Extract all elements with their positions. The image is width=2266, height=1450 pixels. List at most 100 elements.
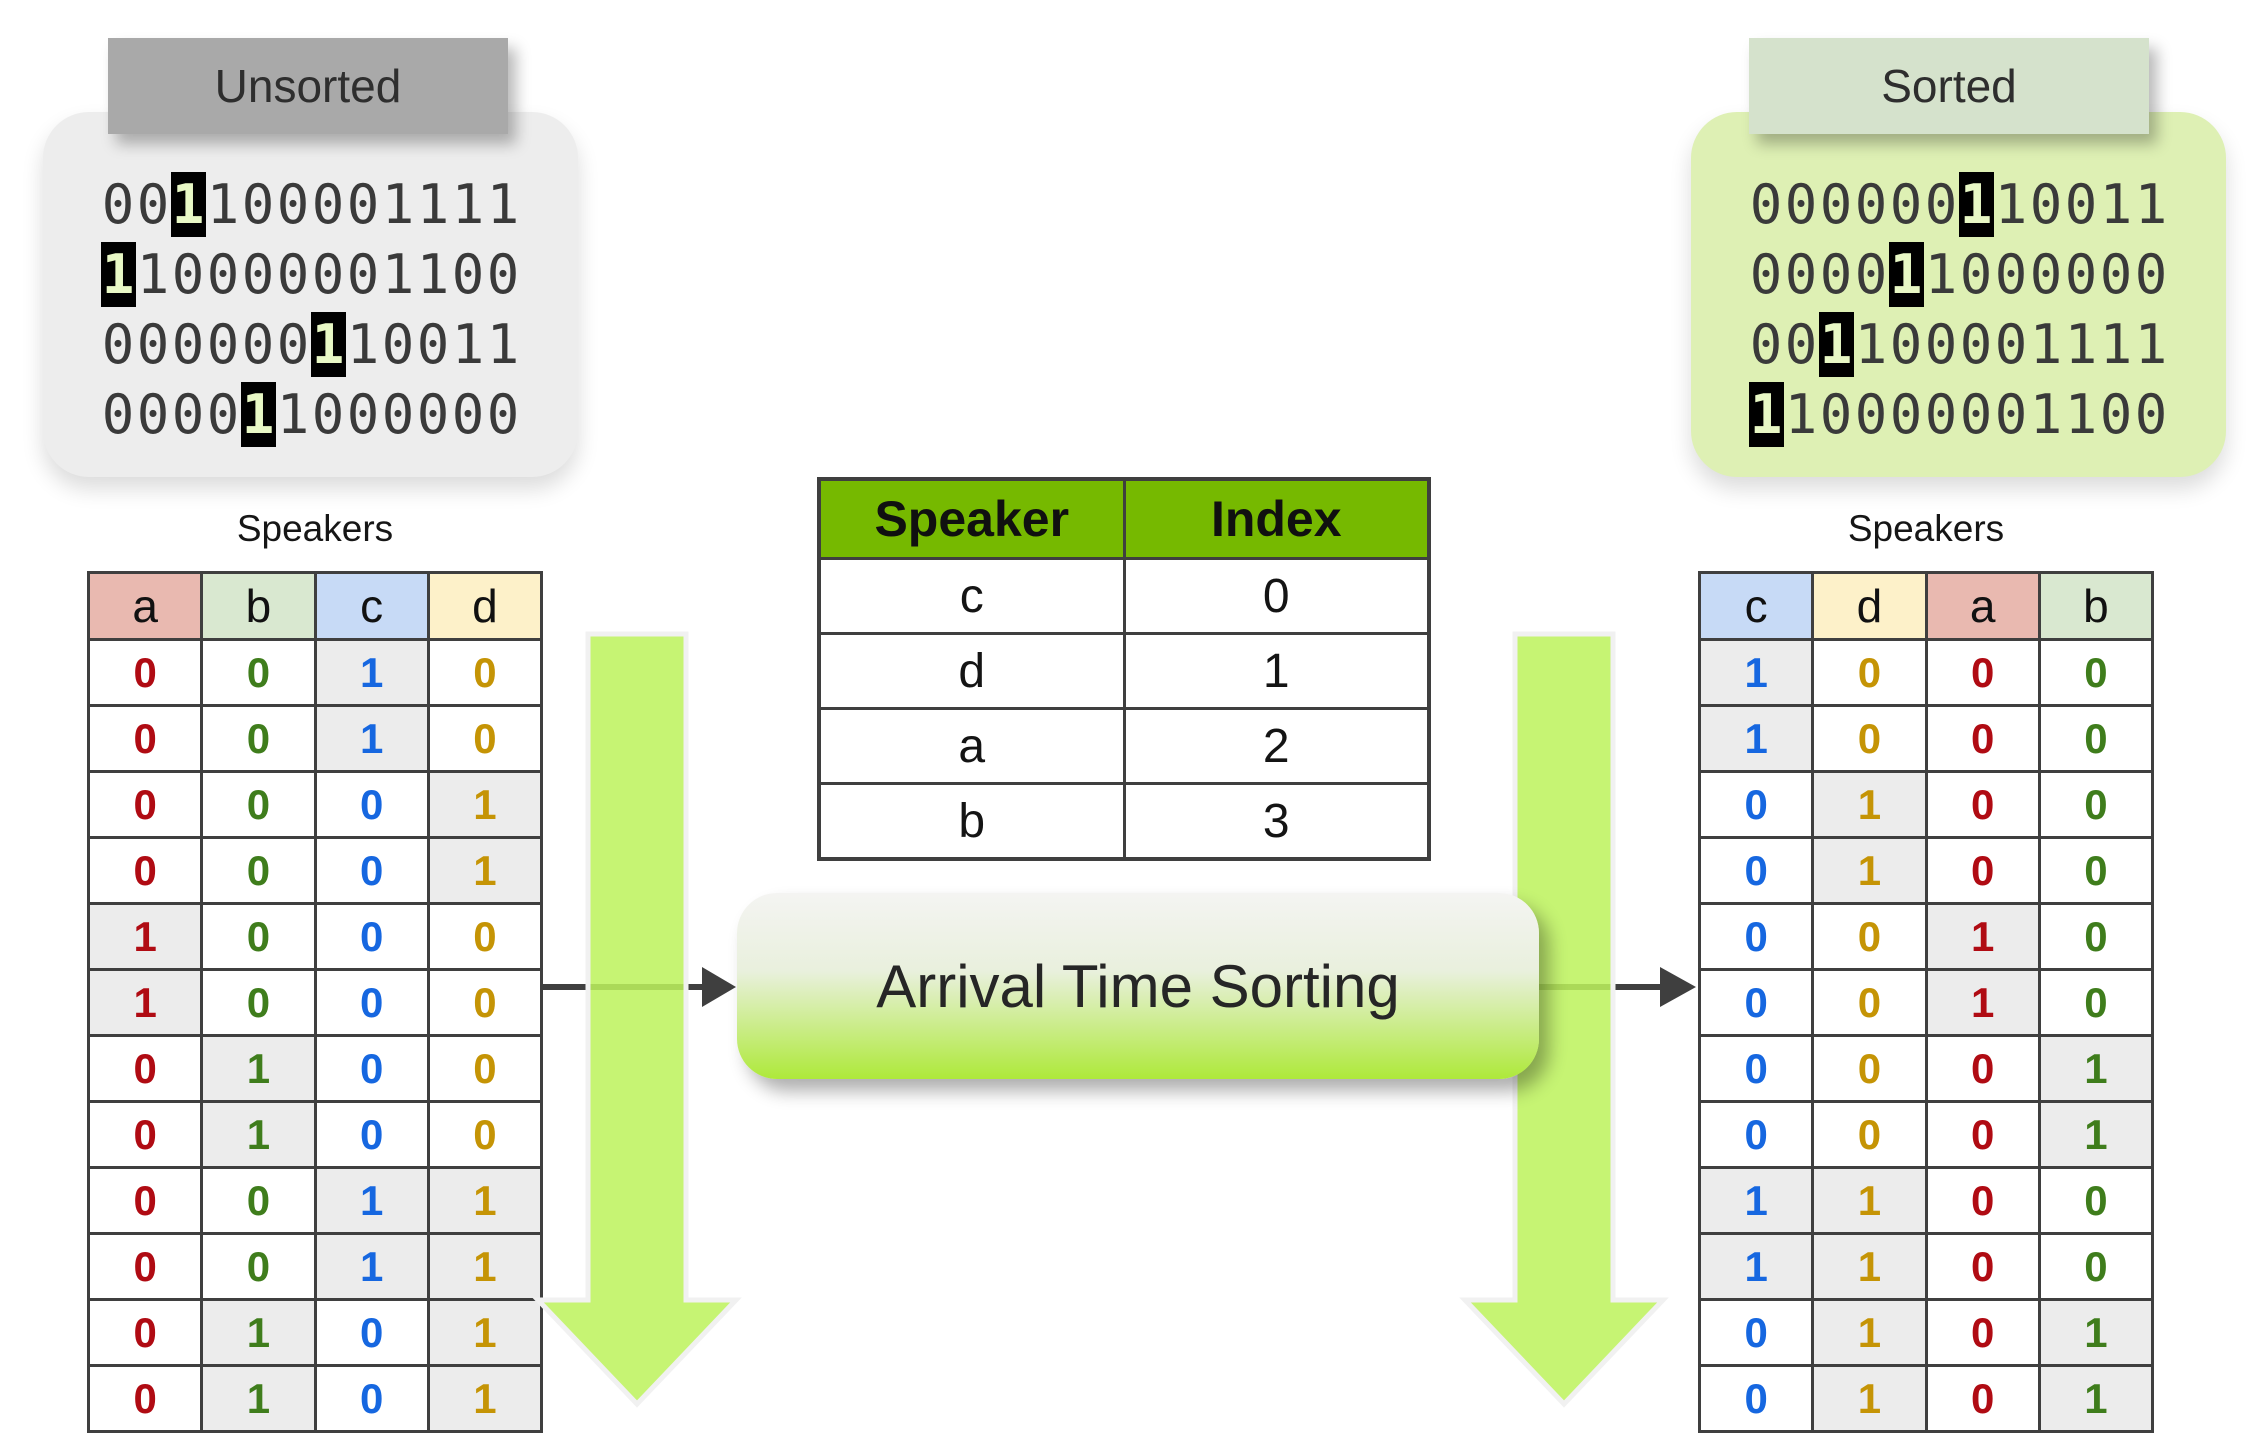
bit-cell: 1 — [2037, 1364, 2155, 1433]
highlighted-bit: 1 — [170, 172, 206, 237]
bit: 0 — [1924, 313, 1958, 376]
bit-cell: 0 — [313, 836, 430, 905]
right-flow-arrow-head-icon — [1660, 967, 1696, 1007]
bit: 1 — [346, 313, 380, 376]
bit: 1 — [486, 173, 520, 236]
bit-cell: 0 — [1924, 1364, 2041, 1433]
bit-cell: 0 — [200, 1166, 317, 1235]
bit-cell: 0 — [1924, 1034, 2041, 1103]
bit-cell: 1 — [426, 1232, 544, 1301]
bit-cell: 0 — [86, 638, 204, 707]
bit: 0 — [2064, 243, 2098, 306]
bit-cell: 1 — [426, 1364, 544, 1433]
bit-cell: 0 — [2037, 704, 2155, 773]
bit: 0 — [1784, 243, 1818, 306]
bit-cell: 1 — [1697, 1166, 1815, 1235]
bit: 1 — [2134, 313, 2168, 376]
index-table-header: Index — [1122, 477, 1431, 560]
bit-cell: 1 — [2037, 1034, 2155, 1103]
bit: 0 — [1784, 173, 1818, 236]
bit: 1 — [1784, 383, 1818, 446]
bit-cell: 1 — [86, 968, 204, 1037]
bit: 0 — [2134, 383, 2168, 446]
bit: 1 — [2029, 383, 2063, 446]
bit: 0 — [1749, 243, 1783, 306]
bit-cell: 0 — [1924, 770, 2041, 839]
bit: 0 — [206, 243, 240, 306]
bit-cell: 1 — [313, 638, 430, 707]
bit: 0 — [1749, 313, 1783, 376]
bit: 0 — [486, 243, 520, 306]
bit: 0 — [416, 313, 450, 376]
bit-cell: 0 — [2037, 902, 2155, 971]
bit: 0 — [1994, 313, 2028, 376]
bit: 1 — [451, 173, 485, 236]
bit: 0 — [1889, 313, 1923, 376]
bit: 0 — [1854, 173, 1888, 236]
bit-cell: 0 — [200, 638, 317, 707]
bit-cell: 0 — [1811, 1034, 1928, 1103]
bit: 0 — [276, 313, 310, 376]
index-table-cell: 2 — [1122, 707, 1431, 785]
bit-cell: 0 — [86, 770, 204, 839]
highlighted-bit: 1 — [310, 312, 346, 377]
bit: 0 — [171, 313, 205, 376]
bit-cell: 0 — [86, 836, 204, 905]
bit-cell: 0 — [426, 1034, 544, 1103]
bit: 0 — [1889, 383, 1923, 446]
bit: 1 — [2064, 383, 2098, 446]
bit: 0 — [171, 243, 205, 306]
bit: 0 — [241, 173, 275, 236]
bit-cell: 0 — [200, 902, 317, 971]
bit: 1 — [136, 243, 170, 306]
bit-cell: 0 — [1924, 1298, 2041, 1367]
bit: 0 — [241, 313, 275, 376]
index-table-cell: a — [817, 707, 1126, 785]
bit: 1 — [381, 173, 415, 236]
bit-cell: 0 — [200, 704, 317, 773]
highlighted-bit: 1 — [1888, 242, 1924, 307]
bit-cell: 0 — [86, 1034, 204, 1103]
bit: 0 — [2064, 173, 2098, 236]
bit: 0 — [136, 383, 170, 446]
index-table-cell: 3 — [1122, 782, 1431, 861]
speaker-column-header-a: a — [1924, 571, 2041, 641]
bit-cell: 0 — [1811, 638, 1928, 707]
bit-cell: 0 — [200, 836, 317, 905]
bit-cell: 0 — [86, 1232, 204, 1301]
bit: 1 — [1924, 243, 1958, 306]
speaker-column-header-c: c — [1697, 571, 1815, 641]
bit: 1 — [486, 313, 520, 376]
bit: 0 — [1959, 243, 1993, 306]
bit: 0 — [311, 173, 345, 236]
bit-cell: 0 — [1697, 902, 1815, 971]
highlighted-bit: 1 — [1748, 382, 1784, 447]
bit: 0 — [1924, 173, 1958, 236]
bit: 0 — [1994, 243, 2028, 306]
speaker-column-header-a: a — [86, 571, 204, 641]
bit-cell: 0 — [1697, 968, 1815, 1037]
highlighted-bit: 1 — [1958, 172, 1994, 237]
bit-cell: 1 — [1811, 1364, 1928, 1433]
bit-cell: 0 — [1697, 770, 1815, 839]
speaker-column-header-c: c — [313, 571, 430, 641]
bit-cell: 1 — [313, 1232, 430, 1301]
left-flow-arrow-head-icon — [702, 967, 736, 1007]
bit-cell: 0 — [426, 902, 544, 971]
bit: 1 — [1994, 173, 2028, 236]
